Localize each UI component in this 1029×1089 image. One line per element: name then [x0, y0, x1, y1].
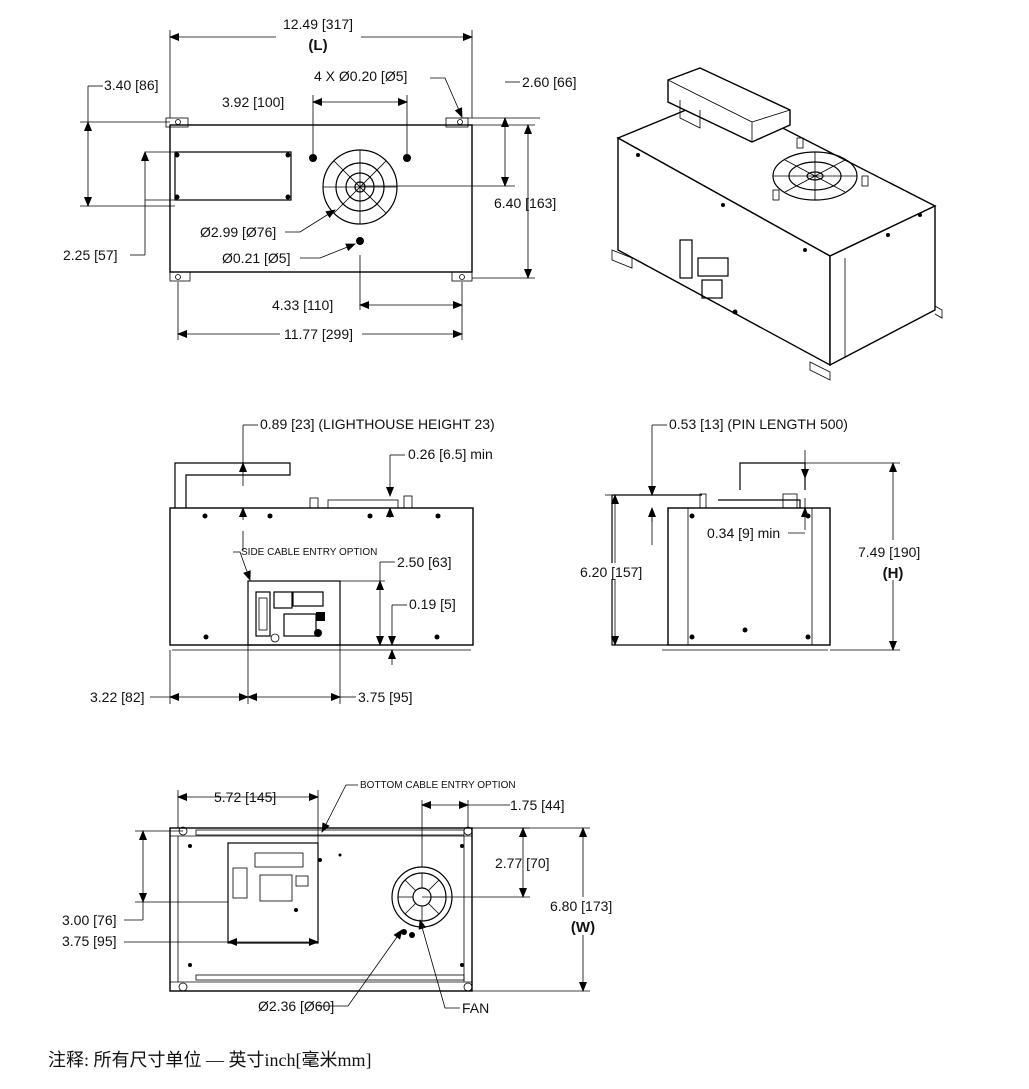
- isometric-view: [611, 67, 943, 381]
- total-height-dim: 7.49 [190]: [858, 544, 920, 560]
- right-offset-dim: 2.60 [66]: [522, 74, 577, 90]
- fan-label: FAN: [462, 1000, 489, 1016]
- panel-offset-dim: 5.72 [145]: [214, 789, 276, 805]
- pin-min-end-dim: 0.34 [9] min: [707, 525, 780, 541]
- lighthouse-height-dim: 0.89 [23] (LIGHTHOUSE HEIGHT 23): [260, 416, 495, 432]
- fan-offset-dim: 4.33 [110]: [272, 297, 333, 313]
- hole-span-dim: 11.77 [299]: [284, 326, 353, 342]
- pin-min-dim: 0.26 [6.5] min: [408, 446, 493, 462]
- side-cable-entry-label: SIDE CABLE ENTRY OPTION: [241, 547, 377, 558]
- width-tag: (W): [571, 919, 595, 936]
- top-view: 12.49 [317] (L) 4 X Ø0.20 [Ø5] 3.40 [86]…: [63, 16, 577, 342]
- panel-y-dim: 3.00 [76]: [62, 912, 117, 928]
- fan-y-dim: 2.77 [70]: [495, 855, 550, 871]
- units-note: 注释: 所有尺寸单位 — 英寸inch[毫米mm]: [48, 1050, 372, 1070]
- pin-diameter-dim: Ø0.21 [Ø5]: [222, 250, 290, 266]
- width-dim: 6.80 [173]: [550, 898, 612, 914]
- length-tag: (L): [308, 37, 327, 54]
- pin-length-dim: 0.53 [13] (PIN LENGTH 500): [669, 416, 848, 432]
- length-dim: 12.49 [317]: [283, 16, 353, 32]
- hole-spacing-dim: 3.92 [100]: [222, 94, 284, 110]
- panel-left-dim: 3.22 [82]: [90, 689, 145, 705]
- lighthouse-fan-icon: [322, 149, 398, 225]
- panel-height-dim: 2.50 [63]: [397, 554, 452, 570]
- panel-w-dim: 3.75 [95]: [62, 933, 117, 949]
- depth-dim: 6.40 [163]: [494, 195, 556, 211]
- panel-offset-dim: 2.25 [57]: [63, 247, 118, 263]
- fan-diameter-dim: Ø2.99 [Ø76]: [200, 224, 276, 240]
- fan-x-dim: 1.75 [44]: [510, 797, 565, 813]
- bottom-view: 5.72 [145] BOTTOM CABLE ENTRY OPTION 1.7…: [62, 780, 625, 1016]
- bottom-cable-entry-label: BOTTOM CABLE ENTRY OPTION: [360, 780, 516, 791]
- fan-diameter-dim: Ø2.36 [Ø60]: [258, 998, 334, 1014]
- connector-panel: [247, 580, 341, 646]
- panel-width-dim: 3.75 [95]: [358, 689, 413, 705]
- end-view: 0.53 [13] (PIN LENGTH 500) 0.34 [9] min …: [578, 416, 931, 651]
- left-offset-dim: 3.40 [86]: [104, 77, 159, 93]
- height-tag: (H): [883, 565, 904, 582]
- hole-pattern-dim: 4 X Ø0.20 [Ø5]: [314, 68, 407, 84]
- side-view: 0.89 [23] (LIGHTHOUSE HEIGHT 23) 0.26 [6…: [90, 416, 495, 705]
- body-height-dim: 6.20 [157]: [580, 564, 642, 580]
- panel-bottom-dim: 0.19 [5]: [409, 596, 456, 612]
